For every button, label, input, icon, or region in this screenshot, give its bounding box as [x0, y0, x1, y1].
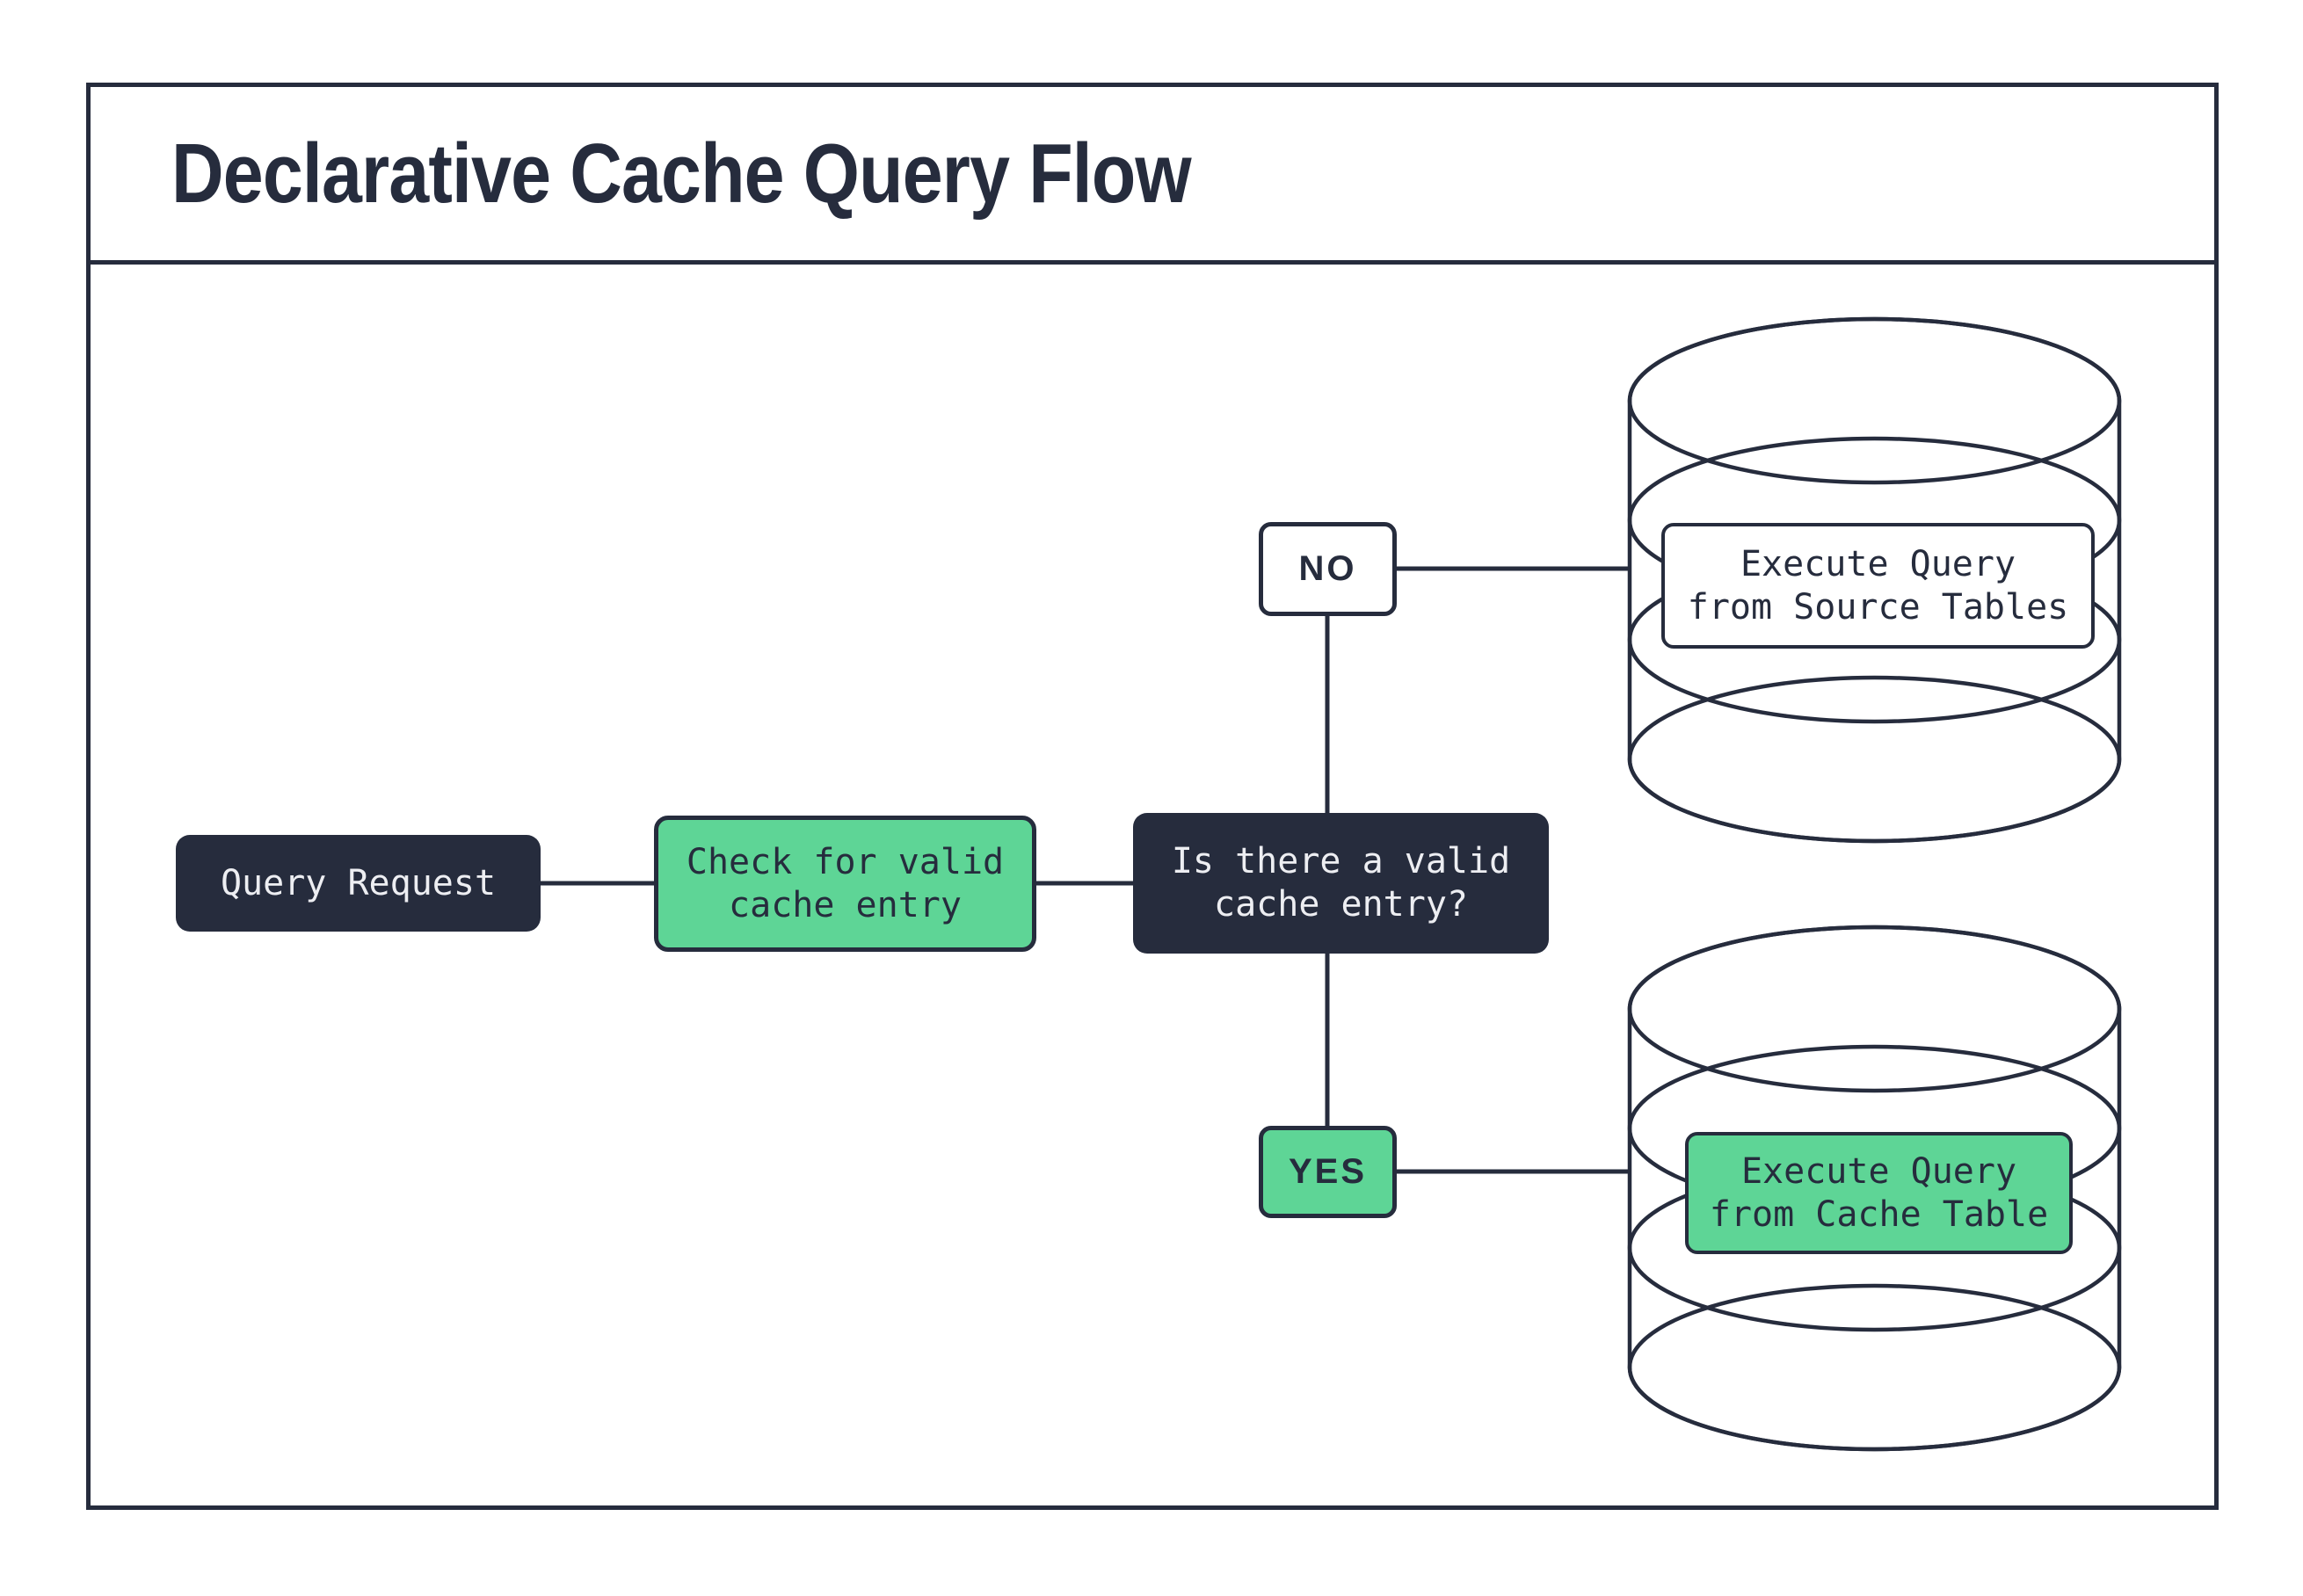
branch-label-no: NO — [1259, 522, 1397, 616]
diagram-title: Declarative Cache Query Flow — [171, 126, 1192, 221]
node-execute-query-cache: Execute Query from Cache Table — [1685, 1132, 2073, 1254]
branch-label-yes: YES — [1259, 1126, 1397, 1218]
node-query-request: Query Request — [176, 835, 541, 932]
node-execute-query-source: Execute Query from Source Tables — [1661, 523, 2095, 649]
diagram-frame: Declarative Cache Query Flow — [86, 83, 2219, 1510]
node-decision-valid-cache: Is there a valid cache entry? — [1133, 813, 1549, 954]
title-bar: Declarative Cache Query Flow — [91, 87, 2214, 265]
node-check-cache: Check for valid cache entry — [654, 816, 1036, 952]
